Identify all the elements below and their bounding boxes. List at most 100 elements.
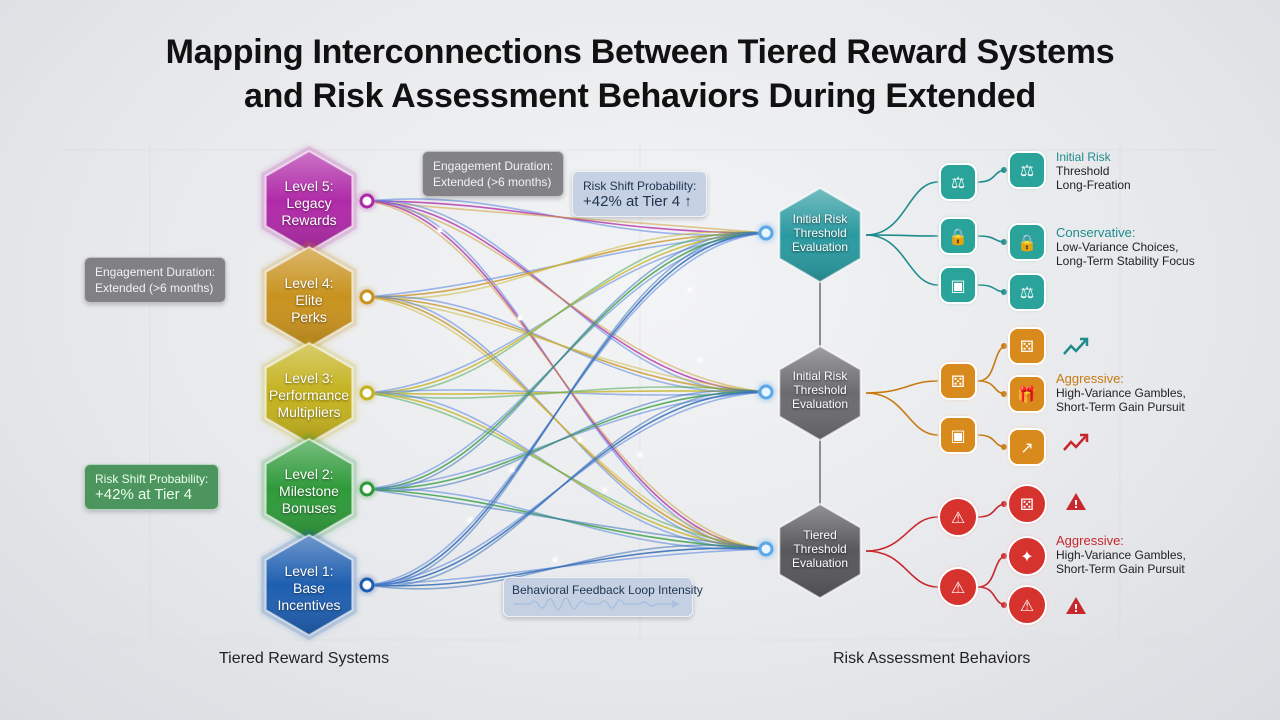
icon-tile-bg bbox=[1008, 375, 1046, 413]
tier-level-2-line-1: Level 2: bbox=[284, 466, 334, 482]
dice-icon[interactable]: ⚄ bbox=[939, 362, 977, 400]
icon-tile-bg bbox=[1007, 536, 1047, 576]
icon-glyph: ⚄ bbox=[1020, 337, 1034, 356]
connection-curve bbox=[366, 231, 767, 491]
branch-line bbox=[865, 234, 939, 237]
icon-glyph: ▣ bbox=[950, 276, 965, 295]
tier-level-1-line-1: Level 1: bbox=[284, 563, 334, 579]
warning-icon[interactable]: ⚠ bbox=[938, 497, 978, 537]
tier-level-3[interactable]: Level 3: Performance Multipliers bbox=[263, 370, 355, 421]
warning-icon[interactable]: ⚠ bbox=[938, 567, 978, 607]
connection-curve bbox=[366, 200, 767, 234]
icon-tile-bg bbox=[938, 567, 978, 607]
dice-icon[interactable]: ⚄ bbox=[1008, 327, 1046, 365]
branch-line bbox=[865, 550, 939, 588]
branch-line bbox=[865, 392, 939, 436]
evaluation-2-line-1: Initial Risk bbox=[792, 369, 848, 383]
connection-curve bbox=[366, 231, 767, 395]
category-aggressive-red-line-2: High-Variance Gambles, bbox=[1056, 548, 1186, 562]
connection-curve bbox=[366, 390, 767, 395]
risk-shift-probability-left: Risk Shift Probability: +42% at Tier 4 bbox=[84, 464, 220, 510]
branch-dot bbox=[1001, 239, 1007, 245]
icon-tile-bg bbox=[939, 416, 977, 454]
connection-curve bbox=[366, 232, 767, 394]
connection-curve bbox=[366, 544, 767, 590]
bottom-label-risk-behaviors: Risk Assessment Behaviors bbox=[833, 650, 1031, 667]
lock-icon[interactable]: 🔒 bbox=[1008, 223, 1046, 261]
dice-icon[interactable]: ⚄ bbox=[1007, 484, 1047, 524]
title-line-2: and Risk Assessment Behaviors During Ext… bbox=[243, 77, 1037, 115]
wallet-icon[interactable]: ▣ bbox=[939, 416, 977, 454]
icon-tile-bg bbox=[1008, 327, 1046, 365]
risk-shift-top-line-2: +42% at Tier 4 ↑ bbox=[583, 193, 692, 210]
connection-curve bbox=[366, 391, 767, 586]
scale-icon[interactable]: ⚖ bbox=[1008, 273, 1046, 311]
sparkle-icon[interactable]: ✦ bbox=[1007, 536, 1047, 576]
tier-hex-shine bbox=[265, 247, 353, 347]
tier-port bbox=[359, 577, 375, 593]
wallet-icon[interactable]: ▣ bbox=[939, 266, 977, 304]
warning-mark: ! bbox=[1073, 498, 1078, 511]
trend-arrow-icon bbox=[1063, 339, 1087, 355]
engagement-left-line-2: Extended (>6 months) bbox=[95, 281, 214, 295]
engagement-left-line-1: Engagement Duration: bbox=[95, 265, 216, 279]
behavior-icon-tiles: ⚖🔒▣⚖🔒⚖⚄▣⚄🎁↗⚠⚠⚄✦⚠!! bbox=[938, 151, 1089, 625]
category-aggressive-orange-title: Aggressive: bbox=[1056, 371, 1124, 386]
trend-arrow-head bbox=[1080, 337, 1089, 346]
scale-icon[interactable]: ⚖ bbox=[939, 163, 977, 201]
behavior-branches bbox=[865, 167, 1008, 608]
scale-icon[interactable]: ⚖ bbox=[1008, 151, 1046, 189]
tier-level-4[interactable]: Level 4: Elite Perks bbox=[263, 275, 355, 326]
lock-icon[interactable]: 🔒 bbox=[939, 217, 977, 255]
gift-icon[interactable]: 🎁 bbox=[1008, 375, 1046, 413]
evaluation-hex-shine bbox=[779, 346, 861, 440]
icon-glyph: ⚠ bbox=[1020, 596, 1034, 615]
tier-port bbox=[359, 289, 375, 305]
evaluation-initial-risk-2[interactable]: Initial Risk Threshold Evaluation bbox=[780, 369, 860, 411]
connection-curve bbox=[366, 232, 767, 490]
branch-dot bbox=[1001, 501, 1007, 507]
evaluation-initial-risk-1[interactable]: Initial Risk Threshold Evaluation bbox=[780, 212, 860, 254]
icon-glyph: 🔒 bbox=[1017, 233, 1037, 252]
icon-tile-bg bbox=[1008, 273, 1046, 311]
trend-up-icon[interactable]: ↗ bbox=[1008, 428, 1046, 466]
icon-glyph: ⚠ bbox=[951, 578, 965, 597]
icon-tile-bg bbox=[938, 497, 978, 537]
connection-curve bbox=[366, 391, 767, 490]
spark-point bbox=[467, 517, 473, 523]
evaluation-port bbox=[758, 225, 774, 241]
evaluation-1-line-1: Initial Risk bbox=[792, 212, 848, 226]
tier-level-2-line-2: Milestone bbox=[279, 483, 339, 499]
tier-level-5[interactable]: Level 5: Legacy Rewards bbox=[263, 178, 355, 229]
tier-level-3-line-1: Level 3: bbox=[284, 370, 334, 386]
background-grid bbox=[60, 140, 1220, 641]
engagement-duration-top: Engagement Duration: Extended (>6 months… bbox=[422, 151, 565, 197]
category-conservative: Conservative: Low-Variance Choices, Long… bbox=[1056, 226, 1195, 269]
evaluation-hexagons bbox=[758, 186, 862, 600]
icon-glyph: ⚖ bbox=[1020, 283, 1034, 302]
spark-point bbox=[637, 452, 643, 458]
branch-line bbox=[977, 555, 1008, 588]
tier-level-2[interactable]: Level 2: Milestone Bonuses bbox=[263, 466, 355, 517]
connection-curve bbox=[366, 200, 767, 393]
connection-curve bbox=[366, 232, 767, 586]
tier-hex-shine bbox=[265, 535, 353, 635]
connection-curve bbox=[366, 200, 767, 550]
connection-curve bbox=[366, 296, 767, 550]
branch-dot bbox=[1001, 444, 1007, 450]
connection-curve bbox=[366, 390, 767, 587]
icon-tile-bg bbox=[1007, 484, 1047, 524]
evaluation-tiered-threshold[interactable]: Tiered Threshold Evaluation bbox=[780, 528, 860, 570]
category-conservative-line-3: Long-Term Stability Focus bbox=[1056, 254, 1195, 268]
tier-level-1[interactable]: Level 1: Base Incentives bbox=[263, 563, 355, 614]
spark-point bbox=[552, 557, 558, 563]
tier-level-3-line-2: Performance bbox=[268, 387, 350, 403]
evaluation-port bbox=[758, 384, 774, 400]
connection-curve bbox=[366, 389, 767, 492]
tier-hexagons bbox=[261, 146, 375, 640]
branch-line bbox=[865, 234, 939, 286]
branch-line bbox=[865, 380, 939, 394]
trend-arrow-head bbox=[1080, 433, 1089, 442]
icon-tile-bg bbox=[1008, 428, 1046, 466]
warning-icon[interactable]: ⚠ bbox=[1007, 585, 1047, 625]
